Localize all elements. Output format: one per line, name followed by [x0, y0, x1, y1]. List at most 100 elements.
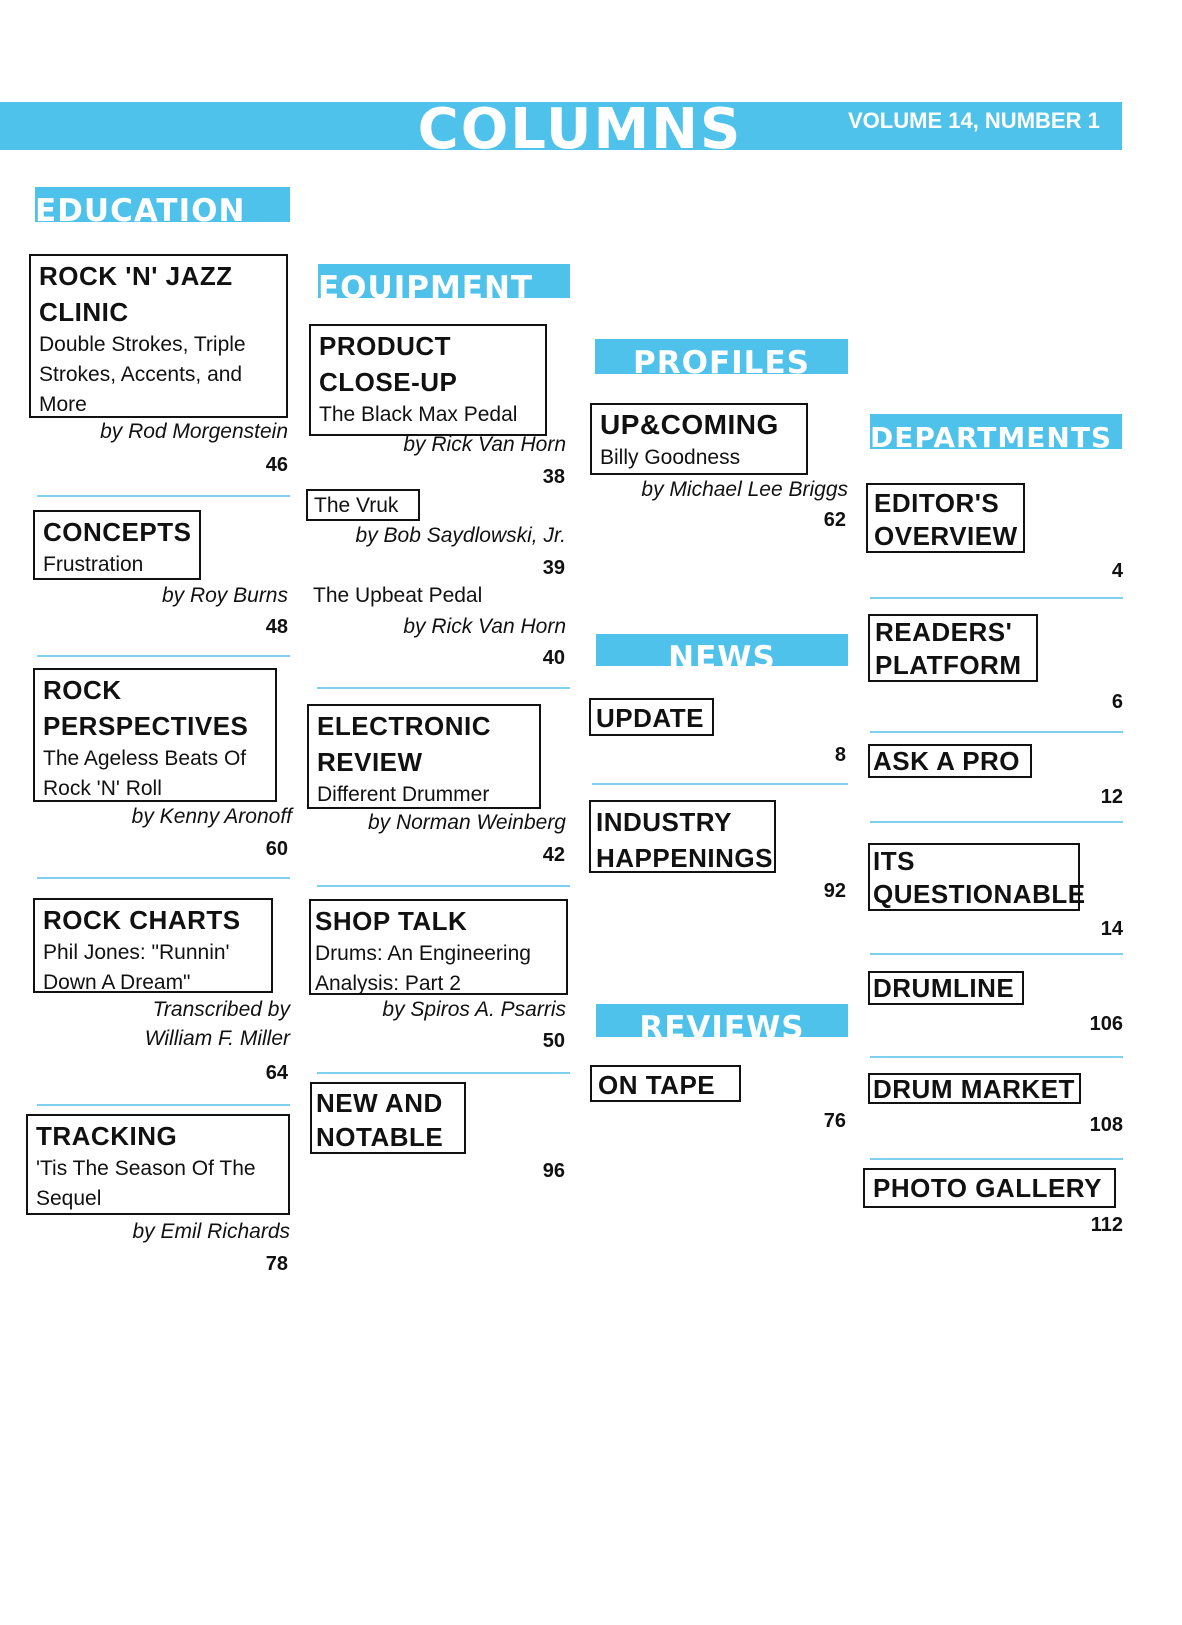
article-subtitle: Strokes, Accents, and — [39, 363, 243, 386]
article-title: ASK A PRO — [873, 746, 1021, 776]
article-title: ROCK — [43, 675, 122, 705]
article-byline: by Bob Saydlowski, Jr. — [355, 524, 566, 547]
article-title: ITS — [873, 846, 915, 876]
page-number[interactable]: 46 — [265, 454, 288, 476]
article-title: CLOSE-UP — [319, 367, 458, 397]
article-title: REVIEW — [317, 747, 423, 777]
article-box-editors-overview[interactable]: EDITOR'S OVERVIEW — [866, 483, 1025, 553]
article-byline: by Rick Van Horn — [403, 433, 566, 456]
page-number[interactable]: 40 — [542, 647, 565, 669]
article-title: ROCK CHARTS — [43, 905, 241, 935]
page-title: COLUMNS — [417, 100, 743, 152]
page-number[interactable]: 48 — [265, 616, 288, 638]
article-box-its-questionable[interactable]: ITS QUESTIONABLE — [868, 843, 1086, 911]
article-box-concepts[interactable]: CONCEPTS Frustration — [33, 510, 201, 580]
article-byline: William F. Miller — [144, 1027, 290, 1050]
article-title: SHOP TALK — [315, 906, 468, 936]
article-byline: by Emil Richards — [132, 1220, 290, 1243]
section-reviews: REVIEWS — [596, 1004, 848, 1037]
article-title: OVERVIEW — [874, 521, 1018, 551]
article-box-drum-market[interactable]: DRUM MARKET — [868, 1073, 1081, 1104]
article-box-new-and-notable[interactable]: NEW AND NOTABLE — [310, 1082, 466, 1154]
article-byline: by Michael Lee Briggs — [641, 478, 848, 501]
page-number[interactable]: 42 — [542, 844, 565, 866]
article-box-on-tape[interactable]: ON TAPE — [590, 1065, 741, 1102]
article-byline: by Roy Burns — [161, 584, 288, 607]
page-number[interactable]: 8 — [834, 744, 846, 766]
article-title: NOTABLE — [316, 1122, 444, 1152]
divider — [870, 731, 1123, 733]
divider — [37, 877, 290, 879]
article-subtitle: Rock 'N' Roll — [43, 777, 162, 800]
article-box-industry-happenings[interactable]: INDUSTRY HAPPENINGS — [589, 800, 776, 873]
page-number[interactable]: 112 — [1090, 1214, 1123, 1236]
article-title: UP&COMING — [600, 409, 779, 440]
page-number[interactable]: 78 — [265, 1253, 288, 1275]
article-box-drumline[interactable]: DRUMLINE — [868, 971, 1024, 1005]
article-box-up-and-coming[interactable]: UP&COMING Billy Goodness — [590, 403, 808, 475]
article-subtitle: Sequel — [36, 1187, 102, 1210]
article-box-rock-charts[interactable]: ROCK CHARTS Phil Jones: "Runnin' Down A … — [33, 898, 273, 994]
article-title: PLATFORM — [875, 650, 1022, 680]
header-banner — [0, 102, 1122, 150]
divider — [870, 597, 1123, 599]
page-number[interactable]: 96 — [542, 1160, 565, 1182]
divider — [317, 687, 570, 689]
divider — [870, 1056, 1123, 1058]
page-number[interactable]: 38 — [542, 466, 565, 488]
article-subtitle: The Vruk — [314, 494, 399, 517]
article-box-readers-platform[interactable]: READERS' PLATFORM — [868, 614, 1038, 682]
page-number[interactable]: 62 — [823, 509, 846, 531]
article-subtitle: Frustration — [43, 553, 144, 576]
article-title: DRUM MARKET — [873, 1074, 1075, 1104]
article-box-product-close-up[interactable]: PRODUCT CLOSE-UP The Black Max Pedal — [309, 324, 547, 436]
article-box-rock-perspectives[interactable]: ROCK PERSPECTIVES The Ageless Beats Of R… — [33, 668, 277, 802]
divider — [870, 821, 1123, 823]
page-number[interactable]: 4 — [1111, 560, 1123, 582]
article-subtitle: 'Tis The Season Of The — [36, 1157, 256, 1180]
article-title: ON TAPE — [598, 1070, 716, 1100]
article-box-update[interactable]: UPDATE — [589, 698, 714, 736]
article-box-tracking[interactable]: TRACKING 'Tis The Season Of The Sequel — [26, 1114, 290, 1215]
article-title: EDITOR'S — [874, 488, 1000, 518]
page-number[interactable]: 60 — [265, 838, 288, 860]
page-number[interactable]: 12 — [1100, 786, 1123, 808]
article-byline: by Rick Van Horn — [403, 615, 566, 638]
article-subtitle: Billy Goodness — [600, 446, 741, 469]
article-title: CLINIC — [39, 297, 129, 327]
article-title: PERSPECTIVES — [43, 711, 249, 741]
page-number[interactable]: 14 — [1100, 918, 1123, 940]
page-number[interactable]: 39 — [542, 557, 565, 579]
article-title: TRACKING — [36, 1121, 178, 1151]
page-number[interactable]: 108 — [1089, 1114, 1123, 1136]
page-number[interactable]: 50 — [542, 1030, 565, 1052]
article-box-rock-n-jazz-clinic[interactable]: ROCK 'N' JAZZ CLINIC Double Strokes, Tri… — [29, 254, 288, 418]
article-subtitle[interactable]: The Upbeat Pedal — [313, 584, 483, 607]
section-news: NEWS — [596, 634, 848, 666]
article-box-photo-gallery[interactable]: PHOTO GALLERY — [863, 1168, 1116, 1208]
article-title: READERS' — [875, 617, 1013, 647]
article-subtitle: The Black Max Pedal — [319, 403, 518, 426]
article-box-electronic-review[interactable]: ELECTRONIC REVIEW Different Drummer — [307, 704, 541, 809]
article-box-the-vruk[interactable]: The Vruk — [306, 489, 420, 521]
article-title: QUESTIONABLE — [873, 879, 1086, 909]
article-title: CONCEPTS — [43, 517, 192, 547]
article-title: NEW AND — [316, 1088, 443, 1118]
page-number[interactable]: 64 — [265, 1062, 288, 1084]
divider — [592, 783, 848, 785]
page-number[interactable]: 106 — [1089, 1013, 1123, 1035]
article-subtitle: More — [39, 393, 87, 416]
article-subtitle: The Ageless Beats Of — [43, 747, 247, 770]
page-number[interactable]: 76 — [823, 1110, 846, 1132]
article-byline: Transcribed by — [152, 998, 290, 1021]
article-subtitle: Different Drummer — [317, 783, 490, 806]
divider — [317, 1072, 570, 1074]
article-box-shop-talk[interactable]: SHOP TALK Drums: An Engineering Analysis… — [309, 899, 568, 995]
article-byline: by Kenny Aronoff — [131, 805, 292, 828]
article-title: INDUSTRY — [596, 807, 732, 837]
article-title: DRUMLINE — [873, 973, 1015, 1003]
page-number[interactable]: 92 — [823, 880, 846, 902]
page-number[interactable]: 6 — [1111, 691, 1123, 713]
article-box-ask-a-pro[interactable]: ASK A PRO — [868, 744, 1032, 778]
article-byline: by Spiros A. Psarris — [382, 998, 566, 1021]
